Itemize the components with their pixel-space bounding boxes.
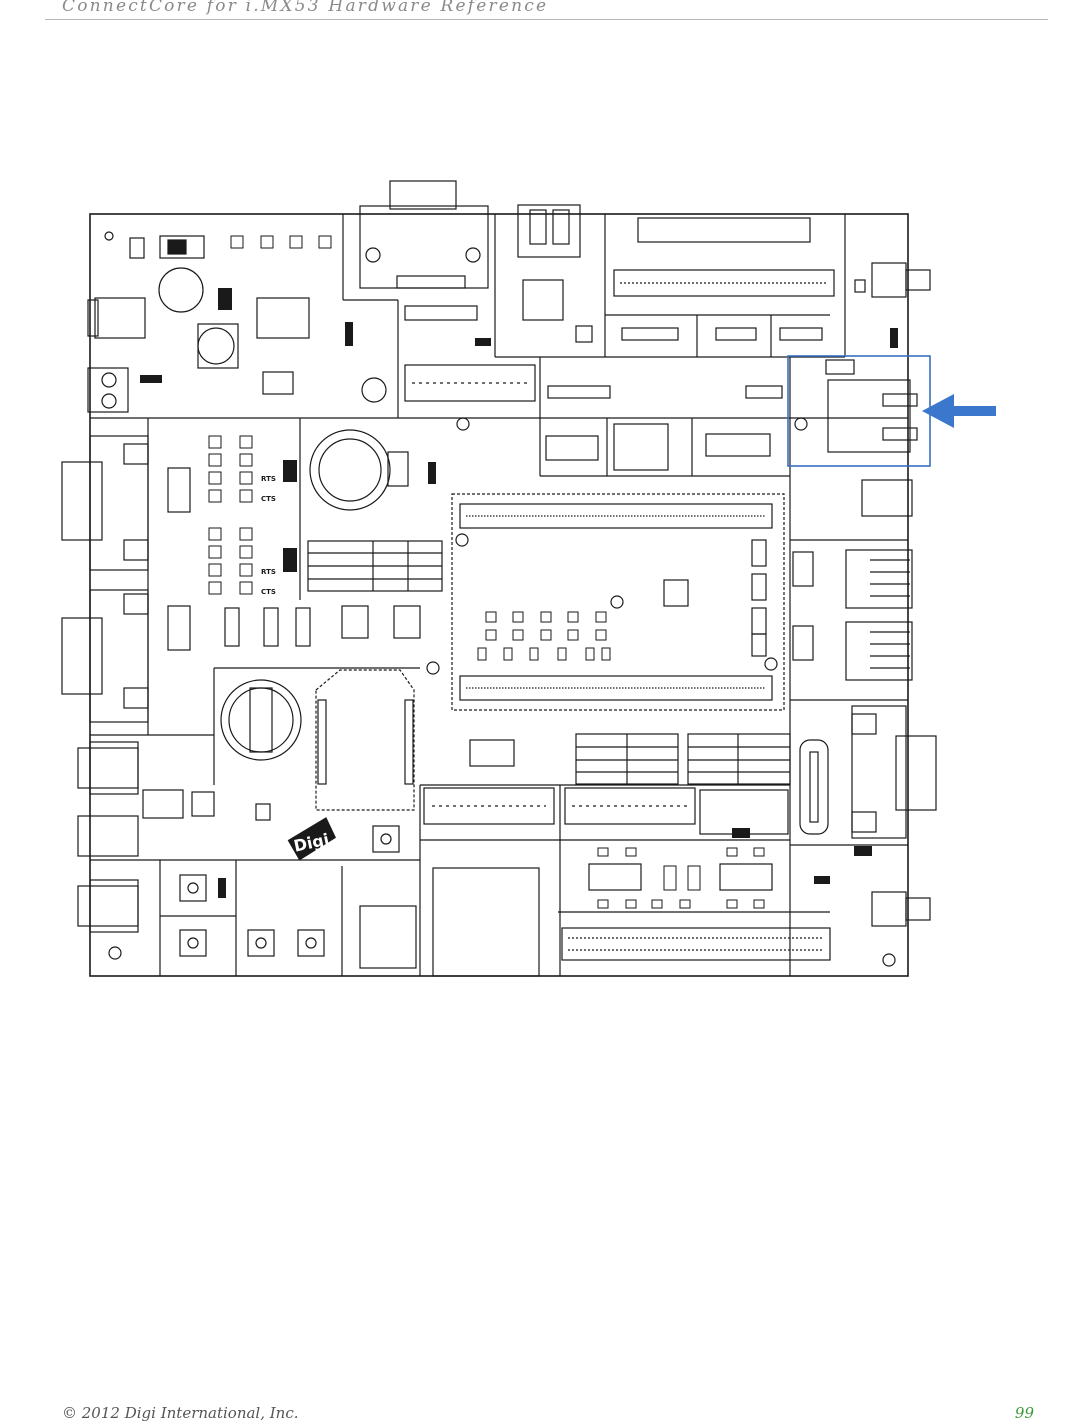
footer-copyright: © 2012 Digi International, Inc. [62,1404,299,1422]
usb-top-connector [518,205,580,257]
pad-row-module [478,612,610,660]
module-area [452,494,784,710]
page-number: 99 [1015,1404,1034,1422]
digi-logo-text: Digi [292,830,331,856]
rts-label-1: RTS [261,475,276,483]
lcd-connector [638,218,810,242]
pointer-arrow [922,394,996,428]
cts-label-2: CTS [261,588,276,596]
rts-label-2: RTS [261,568,276,576]
pad-row-bottom [598,848,764,908]
digi-logo: Digi [285,816,339,862]
ethernet-rj45-jack [828,380,910,452]
cts-label-1: CTS [261,495,276,503]
wifi-module [316,670,414,810]
